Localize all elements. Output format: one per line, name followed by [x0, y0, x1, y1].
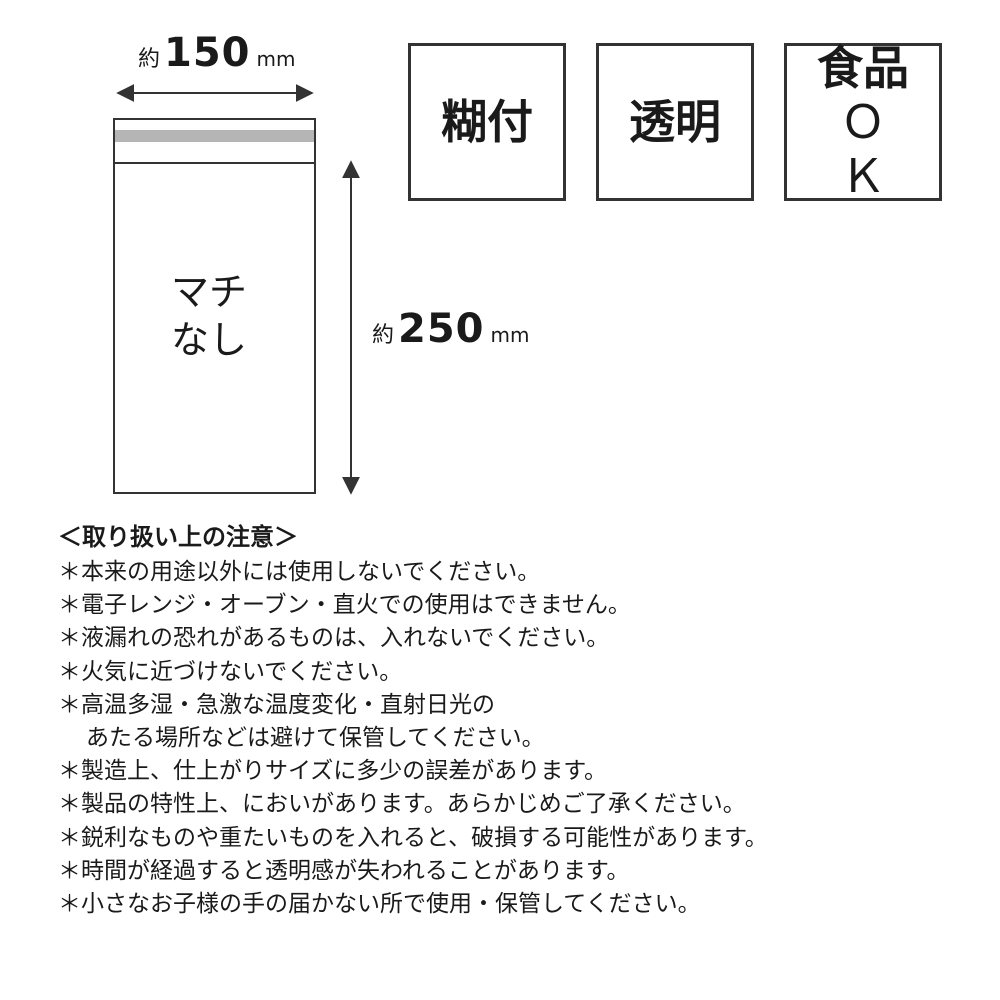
no-gusset-line2: なし: [171, 318, 248, 362]
badge-transparent-text: 透明: [629, 95, 721, 149]
bag-illustration: マチ なし: [113, 118, 316, 494]
list-item: ＊液漏れの恐れがあるものは、入れないでください。: [58, 625, 610, 652]
width-value: 150: [164, 30, 251, 76]
badge-adhesive-text: 糊付: [441, 95, 533, 149]
list-item: ＊本来の用途以外には使用しないでください。: [58, 559, 541, 585]
handling-notes: ＜取り扱い上の注意＞ ＊本来の用途以外には使用しないでください。 ＊電子レンジ・…: [58, 520, 978, 921]
badge-food-safe: 食品 ＯＫ: [784, 41, 942, 203]
notes-list: ＊本来の用途以外には使用しないでください。 ＊電子レンジ・オーブン・直火での使用…: [58, 556, 978, 921]
list-item-line2: あたる場所などは避けて保管してください。: [86, 725, 545, 752]
height-prefix: 約: [372, 323, 395, 348]
badge-food-safe-line1: 食品: [817, 41, 909, 95]
list-item: ＊小さなお子様の手の届かない所で使用・保管してください。: [58, 891, 701, 918]
list-item: ＊電子レンジ・オーブン・直火での使用はできません。: [58, 592, 631, 619]
width-dimension-label: 約 150 mm: [138, 30, 295, 76]
badge-transparent: 透明: [596, 43, 754, 201]
list-item: ＊製造上、仕上がりサイズに多少の誤差があります。: [58, 758, 608, 785]
list-item: ＊鋭利なものや重たいものを入れると、破損する可能性があります。: [58, 824, 768, 851]
list-item: ＊火気に近づけないでください。: [58, 658, 403, 685]
height-dimension-label: 約 250 mm: [372, 306, 529, 352]
list-item: ＊製品の特性上、においがあります。あらかじめご了承ください。: [58, 791, 746, 818]
height-value: 250: [398, 306, 485, 352]
no-gusset-label: マチ なし: [171, 268, 247, 364]
notes-title: ＜取り扱い上の注意＞: [58, 523, 298, 551]
list-item-line1: ＊高温多湿・急激な温度変化・直射日光の: [58, 691, 495, 718]
width-unit: mm: [256, 47, 296, 71]
adhesive-tape-strip: [115, 130, 314, 142]
badge-food-safe-line2: ＯＫ: [840, 95, 908, 203]
list-item: ＊高温多湿・急激な温度変化・直射日光の あたる場所などは避けて保管してください。: [58, 689, 978, 755]
dimension-arrows: [116, 84, 360, 495]
height-unit: mm: [490, 323, 530, 347]
width-prefix: 約: [138, 47, 161, 72]
badge-adhesive: 糊付: [408, 43, 566, 201]
list-item: ＊時間が経過すると透明感が失われることがあります。: [58, 857, 630, 884]
flap-fold-line: [115, 162, 314, 164]
no-gusset-line1: マチ: [171, 270, 248, 314]
